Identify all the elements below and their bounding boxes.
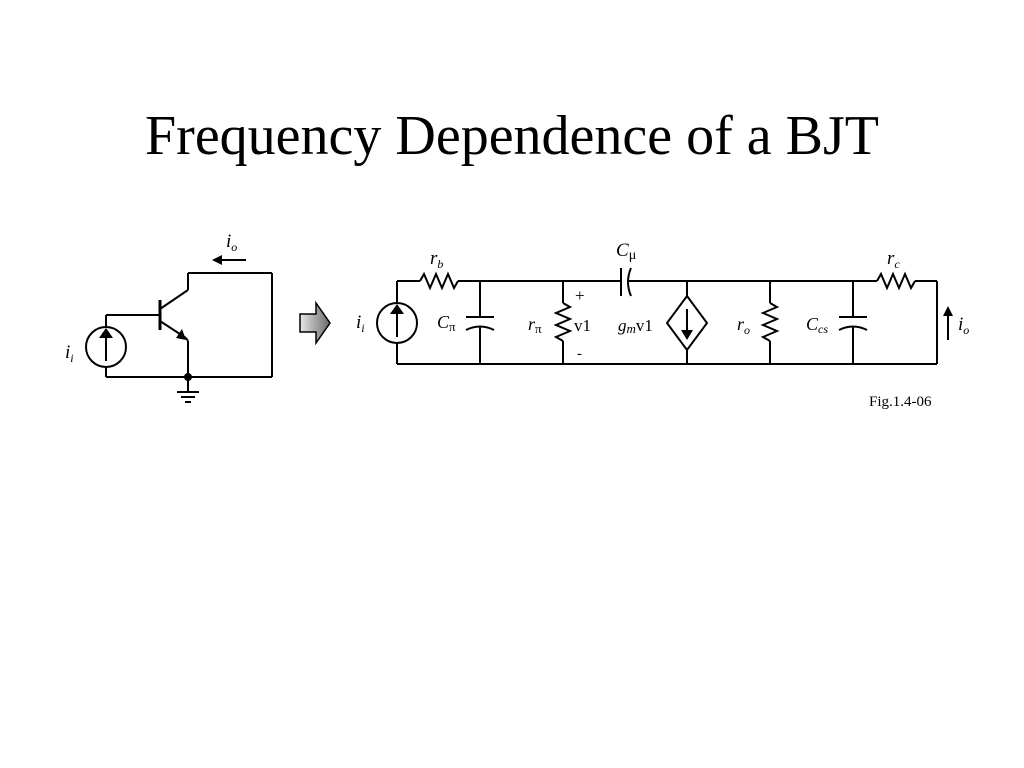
rb-label: rb: [430, 248, 443, 271]
r-o-label: ro: [737, 314, 750, 337]
v1-minus-label: -: [577, 346, 582, 362]
gm-v1-label: gmv1: [618, 316, 653, 336]
r-o-resistor-icon: [760, 302, 780, 342]
hybrid-pi-circuit: [376, 267, 953, 365]
slide-title: Frequency Dependence of a BJT: [145, 105, 879, 167]
transform-arrow-icon: [299, 300, 331, 346]
figure-caption: Fig.1.4-06: [869, 394, 932, 410]
npn-transistor-icon: [158, 289, 189, 340]
input-current-label: ii: [356, 312, 365, 335]
v1-label: v1: [574, 316, 591, 335]
c-mu-label: Cμ: [616, 240, 636, 263]
c-cs-label: Ccs: [806, 314, 828, 336]
bjt-circuit: [85, 255, 273, 403]
c-pi-label: Cπ: [437, 312, 456, 334]
left-input-current-label: ii: [65, 342, 74, 365]
r-pi-resistor-icon: [553, 302, 573, 342]
left-output-current-label: io: [226, 231, 237, 254]
rb-resistor-icon: [419, 271, 459, 291]
rc-label: rc: [887, 248, 900, 271]
ground-icon: [177, 377, 199, 403]
rc-resistor-icon: [876, 271, 916, 291]
v1-plus-label: +: [575, 286, 585, 305]
output-current-label: io: [958, 314, 969, 337]
r-pi-label: rπ: [528, 314, 542, 336]
